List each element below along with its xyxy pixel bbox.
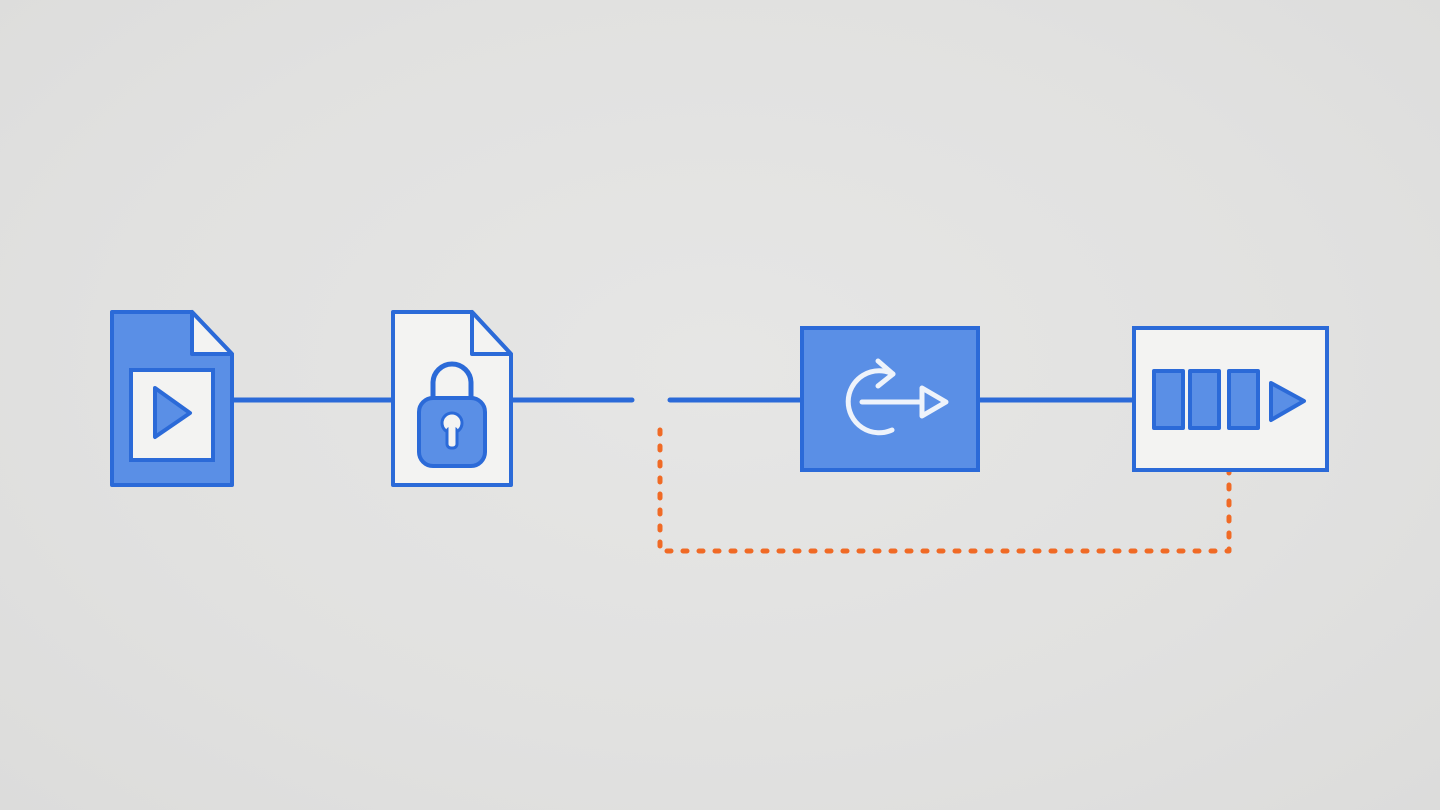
video-file-node[interactable] <box>110 310 234 487</box>
lock-file-icon <box>417 361 487 468</box>
playback-buffer-node[interactable] <box>1132 326 1329 472</box>
buffer-play-icon <box>1152 369 1306 430</box>
buffer-segment-1 <box>1152 369 1185 430</box>
buffer-segment-2 <box>1188 369 1221 430</box>
transcode-node[interactable] <box>800 326 980 472</box>
loop-arrow-icon <box>845 358 949 436</box>
video-file-fold <box>190 310 234 356</box>
lock-file-fold <box>470 310 513 356</box>
feedback-dotted-path <box>657 427 1232 554</box>
buffer-play-triangle <box>1269 381 1306 422</box>
buffer-segment-3 <box>1227 369 1260 430</box>
video-file-icon <box>129 368 215 462</box>
encrypted-file-node[interactable] <box>391 310 513 487</box>
transcode-box <box>800 326 980 472</box>
